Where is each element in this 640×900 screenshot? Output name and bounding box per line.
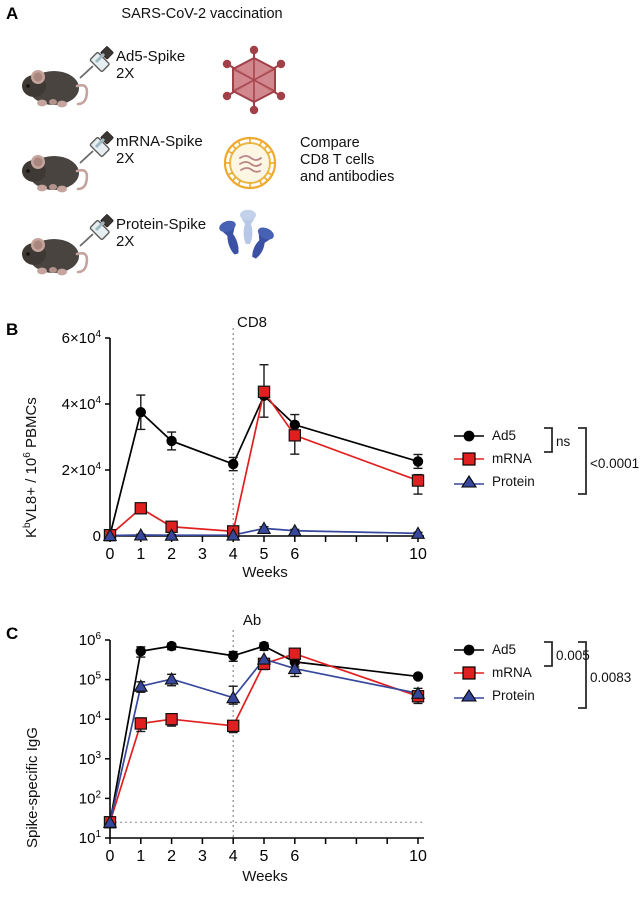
svg-text:101: 101 bbox=[79, 829, 102, 847]
legend-label-ad5: Ad5 bbox=[492, 428, 517, 443]
svg-text:106: 106 bbox=[79, 631, 102, 649]
svg-text:3: 3 bbox=[198, 848, 207, 865]
syringe-icon bbox=[76, 46, 118, 84]
legend-label-protein: Protein bbox=[492, 474, 535, 489]
svg-text:4: 4 bbox=[229, 546, 238, 563]
svg-text:5: 5 bbox=[260, 546, 269, 563]
spike-protein-icon bbox=[218, 208, 278, 270]
panel-a-letter: A bbox=[6, 4, 19, 23]
legend-label-protein: Protein bbox=[492, 688, 535, 703]
mouse-icon bbox=[20, 143, 94, 195]
legend-label-ad5: Ad5 bbox=[492, 642, 517, 657]
svg-text:2: 2 bbox=[167, 848, 176, 865]
panel-b-letter: B bbox=[6, 320, 19, 339]
svg-text:4×104: 4×104 bbox=[62, 395, 102, 413]
panel-c-stat-1: 0.005 bbox=[556, 648, 590, 663]
compare-text: Compare CD8 T cells and antibodies bbox=[300, 135, 395, 185]
svg-text:2×104: 2×104 bbox=[62, 461, 102, 479]
svg-text:0: 0 bbox=[93, 528, 101, 545]
svg-text:5: 5 bbox=[260, 848, 269, 865]
mouse-icon bbox=[20, 226, 94, 278]
panel-b-stat-brackets bbox=[544, 427, 587, 495]
panel-c-letter: C bbox=[6, 624, 19, 643]
panel-b-stat-ns: ns bbox=[556, 434, 571, 449]
svg-text:102: 102 bbox=[79, 789, 102, 807]
legend-marker-triangle bbox=[452, 472, 486, 492]
svg-text:104: 104 bbox=[79, 710, 102, 728]
panel-a: A SARS-CoV-2 vaccination bbox=[0, 0, 640, 300]
arm-label-mrna: mRNA-Spike 2X bbox=[116, 133, 203, 167]
svg-text:105: 105 bbox=[79, 671, 102, 689]
adenovirus-icon bbox=[216, 42, 292, 118]
legend-label-mrna: mRNA bbox=[492, 665, 532, 680]
svg-text:10: 10 bbox=[409, 848, 427, 865]
svg-text:3: 3 bbox=[198, 546, 207, 563]
panel-b-stat-p: <0.0001 bbox=[590, 456, 640, 471]
svg-text:2: 2 bbox=[167, 546, 176, 563]
panel-c-title: Ab bbox=[242, 612, 262, 629]
svg-text:6: 6 bbox=[290, 848, 299, 865]
legend-marker-circle bbox=[452, 640, 486, 660]
vaccination-arm-row: mRNA-Spike 2X bbox=[20, 125, 440, 205]
mouse-icon bbox=[20, 58, 94, 110]
panel-c-xlabel: Weeks bbox=[242, 868, 288, 885]
lipid-nanoparticle-mrna-icon bbox=[220, 133, 280, 193]
svg-text:0: 0 bbox=[106, 848, 115, 865]
arm-label-protein: Protein-Spike 2X bbox=[116, 216, 207, 250]
panel-b-plot: 0 2×104 4×104 6×104 0 1 2 3 4 5 6 10 bbox=[62, 328, 427, 563]
vaccination-arm-row: Ad5-Spike 2X bbox=[20, 40, 440, 120]
svg-text:0: 0 bbox=[106, 546, 115, 563]
vaccination-arm-row: Protein-Spike 2X bbox=[20, 208, 440, 288]
panel-c-plot: 101 102 103 104 105 106 0 1 2 3 4 5 6 10 bbox=[79, 630, 427, 865]
syringe-icon bbox=[76, 214, 118, 252]
panel-c-stat-2: 0.0083 bbox=[590, 670, 632, 685]
panel-a-title: SARS-CoV-2 vaccination bbox=[121, 6, 283, 22]
panel-b-xlabel: Weeks bbox=[242, 564, 288, 581]
legend-marker-circle bbox=[452, 426, 486, 446]
panel-c-stat-brackets bbox=[544, 641, 587, 709]
svg-text:103: 103 bbox=[79, 750, 102, 768]
arm-label-ad5: Ad5-Spike 2X bbox=[116, 48, 186, 82]
svg-text:6×104: 6×104 bbox=[62, 329, 102, 347]
legend-marker-square bbox=[452, 449, 486, 469]
legend-label-mrna: mRNA bbox=[492, 451, 532, 466]
legend-marker-square bbox=[452, 663, 486, 683]
syringe-icon bbox=[76, 131, 118, 169]
panel-b-title: CD8 bbox=[236, 314, 267, 331]
svg-text:6: 6 bbox=[290, 546, 299, 563]
svg-text:4: 4 bbox=[229, 848, 238, 865]
svg-text:10: 10 bbox=[409, 546, 427, 563]
svg-text:1: 1 bbox=[136, 546, 145, 563]
svg-text:1: 1 bbox=[136, 848, 145, 865]
legend-marker-triangle bbox=[452, 686, 486, 706]
